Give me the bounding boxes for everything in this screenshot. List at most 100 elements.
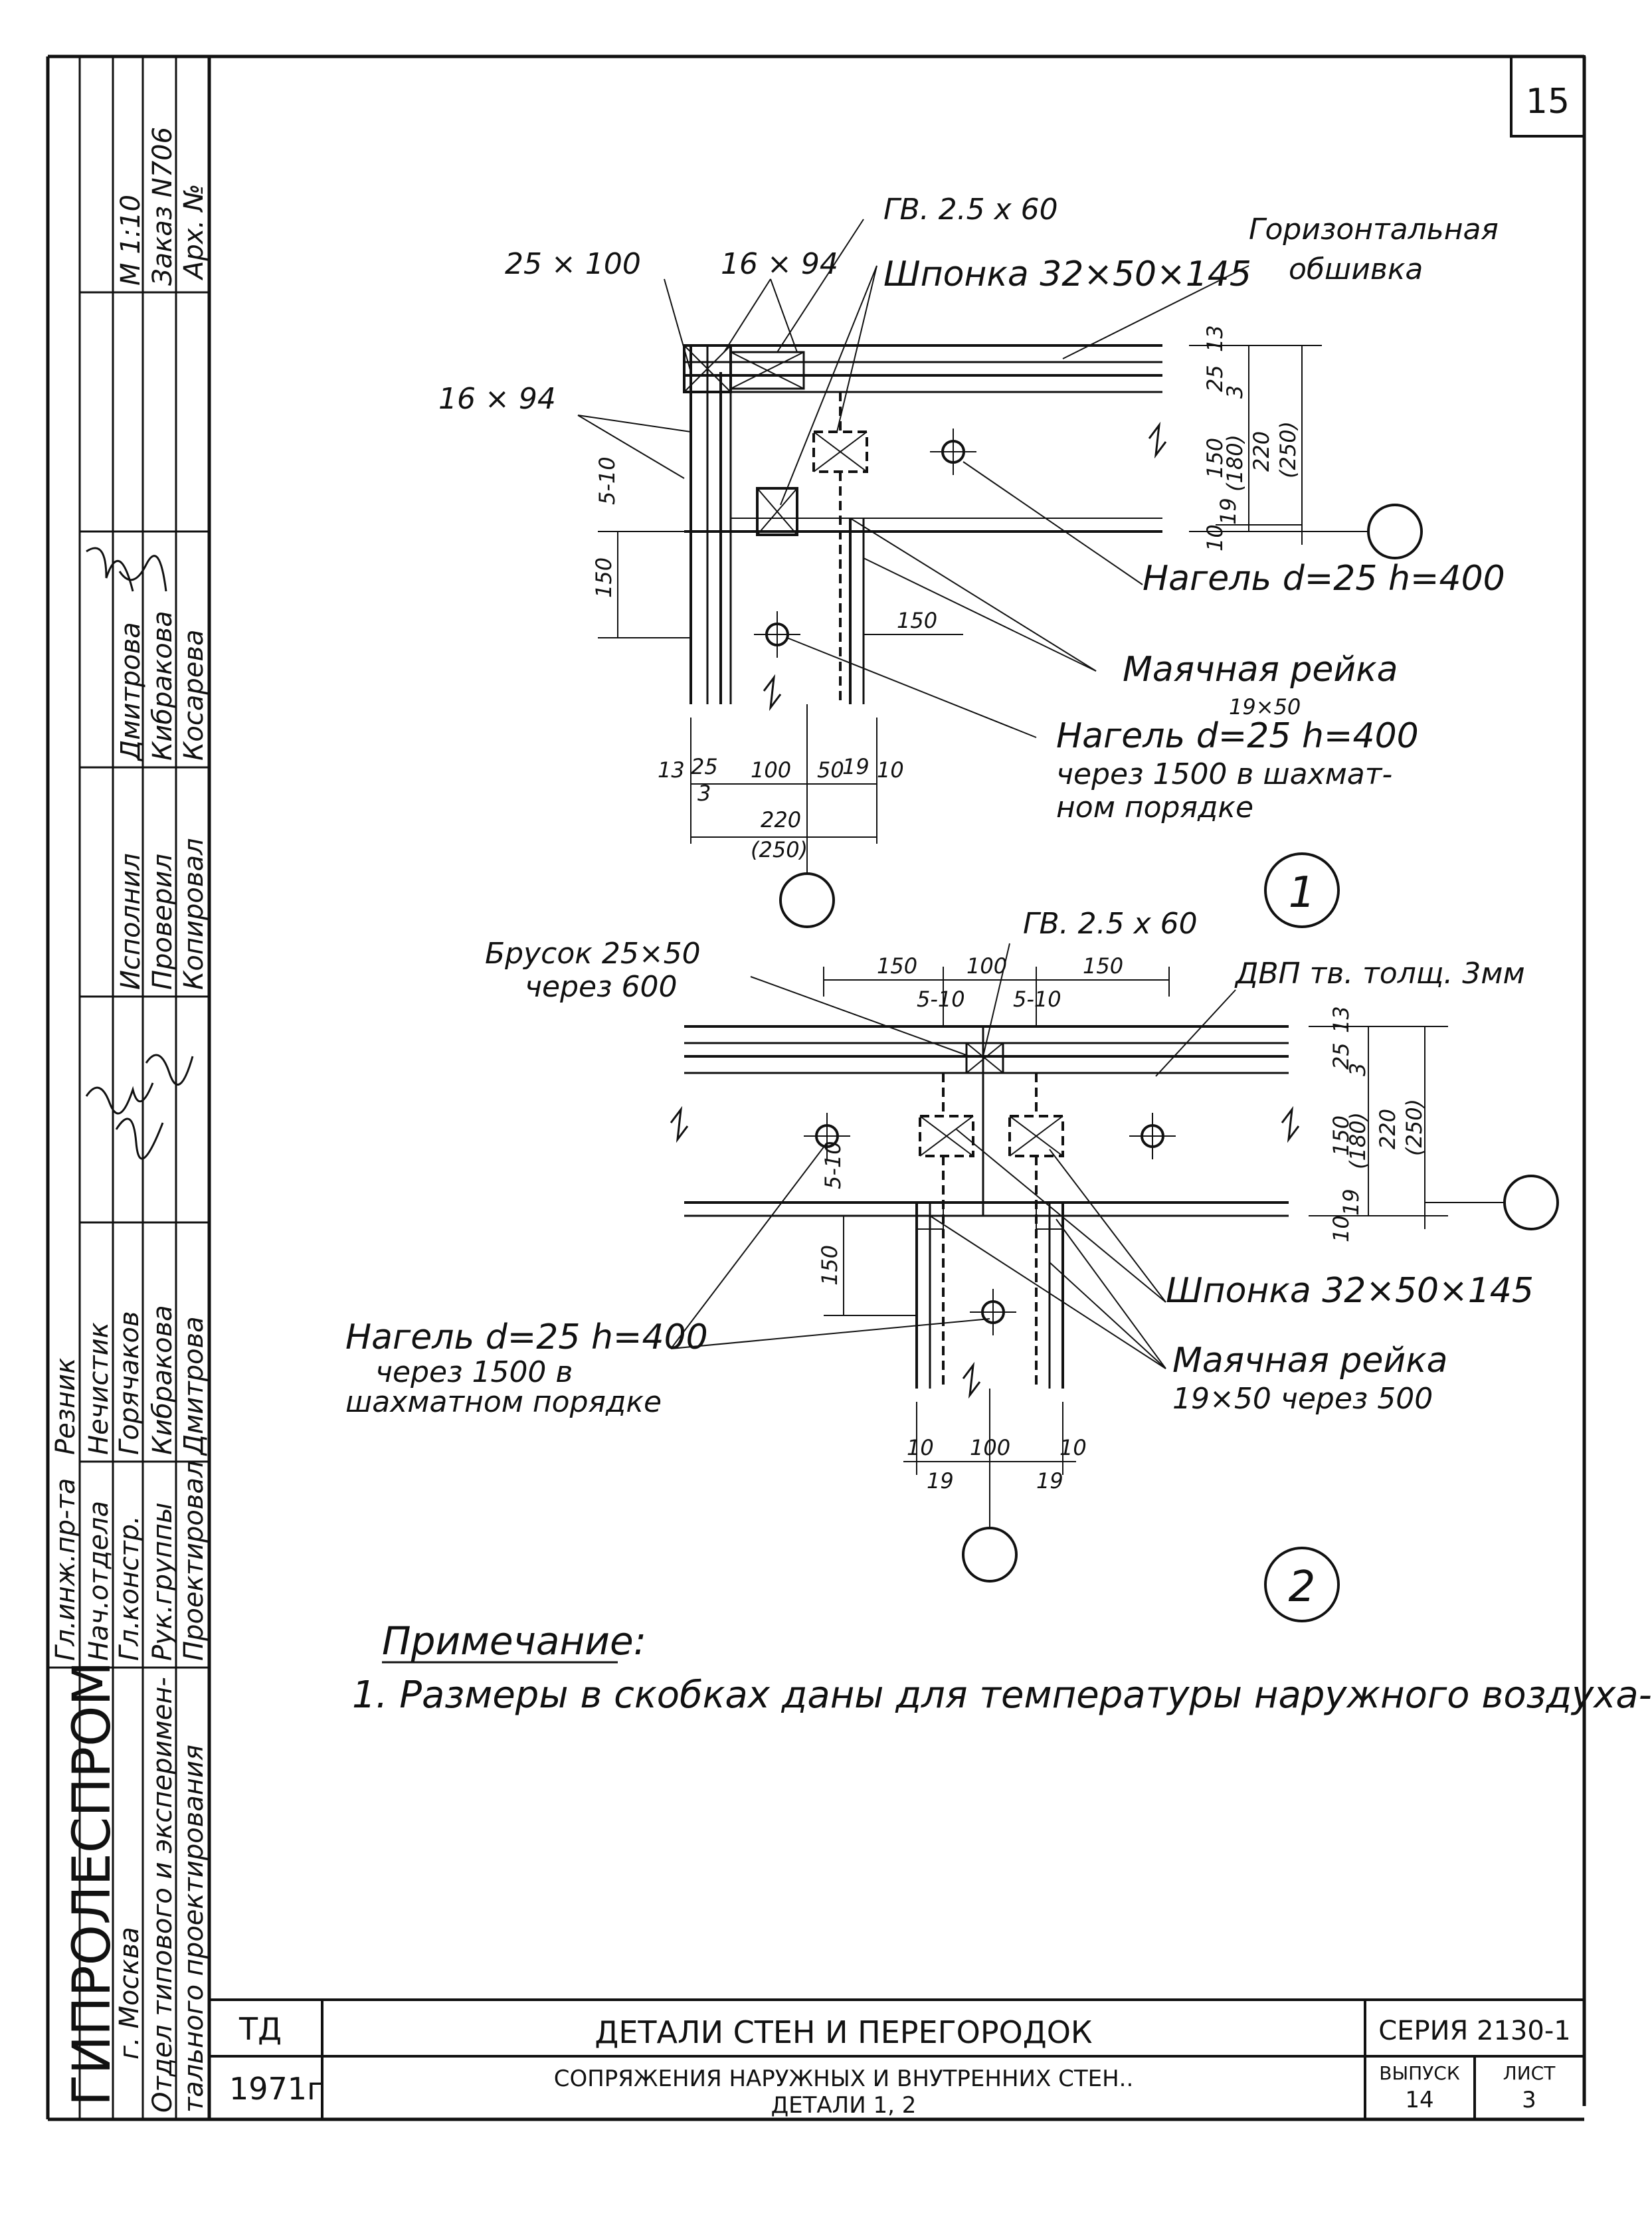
role-4: Рук.группы — [147, 1502, 178, 1661]
arch-no-label: Арх. № — [179, 184, 209, 281]
d2-r-3: 3 — [1345, 1063, 1370, 1076]
copier-name: Косарева — [179, 630, 209, 761]
org-dept-1: Отдел типового и эксперимен- — [147, 1677, 178, 2113]
d2-brusok-1: Брусок 25×50 — [485, 937, 701, 971]
d2-nagel-2: через 1500 в — [375, 1355, 573, 1389]
d1-dim-150v: 150 — [591, 557, 616, 598]
d1-b-10: 10 — [877, 757, 904, 783]
d2-r-13: 13 — [1329, 1006, 1354, 1033]
signatures — [85, 547, 194, 1160]
d1-b16x94-left: 16 × 94 — [438, 382, 556, 416]
detail-1-marker — [1264, 852, 1340, 928]
d1-b-250: (250) — [751, 837, 808, 862]
stamp-column — [48, 56, 209, 2119]
name-1: Резник — [50, 1358, 81, 1455]
role-3: Гл.констр. — [114, 1515, 145, 1661]
d1-gv: ГВ. 2.5 х 60 — [883, 193, 1058, 227]
d2-gv: ГВ. 2.5 х 60 — [1023, 907, 1198, 941]
org-dept-2: тального проектирования — [179, 1745, 209, 2113]
d1-b-100: 100 — [751, 757, 791, 783]
d2-r-220: 220 — [1375, 1109, 1400, 1149]
detail-2-labels: Брусок 25×50 через 600 ГВ. 2.5 х 60 ДВП … — [345, 907, 1534, 1622]
d2-t-5-10a: 5-10 — [917, 987, 965, 1012]
tb-code: ТД — [238, 2011, 282, 2047]
note-text: 1. Размеры в скобках даны для температур… — [352, 1674, 1652, 1717]
name-5: Дмитрова — [179, 1316, 209, 1456]
d1-b-3: 3 — [697, 781, 711, 806]
d2-mayak-1: Маячная рейка — [1172, 1341, 1447, 1381]
title-block-texts: ТД 1971г ДЕТАЛИ СТЕН И ПЕРЕГОРОДОК СОПРЯ… — [229, 2011, 1571, 2119]
d1-r-150: 150 — [1202, 438, 1228, 478]
d2-shponka: Шпонка 32×50×145 — [1166, 1271, 1534, 1311]
d1-b-220: 220 — [761, 807, 801, 832]
d1-r-220: 220 — [1249, 431, 1274, 472]
name-2: Нечистик — [84, 1322, 114, 1455]
copier-label: Копировал — [179, 838, 209, 990]
d1-horiz-2: обшивка — [1289, 252, 1423, 286]
d2-b-10a: 10 — [907, 1435, 934, 1460]
role-5: Проектировал — [179, 1460, 209, 1661]
checker-label: Проверил — [147, 854, 178, 990]
d2-mayak-2: 19×50 через 500 — [1172, 1382, 1433, 1416]
executor-name: Дмитрова — [116, 622, 146, 762]
tb-year: 1971г — [229, 2071, 323, 2107]
note-heading: Примечание: — [382, 1618, 646, 1664]
page-number-box: 15 — [1510, 55, 1586, 138]
d2-brusok-2: через 600 — [525, 970, 677, 1004]
d2-d-150v: 150 — [817, 1245, 842, 1286]
detail-1-labels: ГВ. 2.5 х 60 Горизонтальная обшивка 25 ×… — [438, 193, 1505, 928]
detail-1 — [577, 219, 1423, 928]
scale-label: М 1:10 — [116, 195, 146, 286]
d2-r-10: 10 — [1329, 1215, 1354, 1242]
tb-subtitle-2: ДЕТАЛИ 1, 2 — [771, 2092, 917, 2119]
d2-dvp: ДВП тв. толщ. 3мм — [1234, 957, 1525, 991]
tb-issue-label: ВЫПУСК — [1379, 2062, 1460, 2084]
d2-b-10b: 10 — [1059, 1435, 1087, 1460]
d2-nagel-1: Нагель d=25 h=400 — [345, 1317, 708, 1357]
detail-2-number: 2 — [1289, 1563, 1316, 1612]
d1-r-25: 25 — [1202, 365, 1228, 392]
d2-t-150b: 150 — [1083, 953, 1123, 979]
d1-horiz-1: Горизонтальная — [1249, 213, 1499, 246]
org-city: г. Москва — [114, 1927, 145, 2060]
d1-b25x100: 25 × 100 — [505, 247, 641, 281]
tb-title: ДЕТАЛИ СТЕН И ПЕРЕГОРОДОК — [595, 2014, 1092, 2050]
frame — [46, 54, 1586, 2121]
d1-r-250: (250) — [1275, 421, 1301, 478]
tb-sheet-label: ЛИСТ — [1503, 2062, 1556, 2084]
d1-nagel2-1: Нагель d=25 h=400 — [1056, 716, 1419, 756]
d2-r-25: 25 — [1329, 1042, 1354, 1070]
d1-mayak: Маячная рейка — [1123, 650, 1398, 690]
detail-2-marker — [1264, 1547, 1340, 1622]
role-1: Гл.инж.пр-та — [50, 1478, 81, 1661]
page-number: 15 — [1526, 82, 1570, 122]
d1-b-13: 13 — [658, 757, 685, 783]
d1-b-25: 25 — [691, 754, 718, 779]
d1-r-10: 10 — [1202, 524, 1228, 551]
order-label: Заказ N706 — [147, 127, 178, 286]
d1-mayak-size: 19×50 — [1229, 694, 1301, 720]
d2-t-5-10b: 5-10 — [1013, 987, 1061, 1012]
d2-d-5-10: 5-10 — [820, 1141, 846, 1189]
d2-t-150a: 150 — [877, 953, 917, 979]
note: Примечание: 1. Размеры в скобках даны дл… — [352, 1618, 1652, 1717]
d1-dim-150h: 150 — [897, 608, 937, 633]
name-3: Горячаков — [114, 1311, 145, 1455]
d1-dim-5-10: 5-10 — [595, 456, 620, 505]
d2-r-19: 19 — [1338, 1189, 1364, 1216]
d2-b-100: 100 — [970, 1435, 1010, 1460]
d1-nagel2-3: ном порядке — [1056, 791, 1253, 824]
tb-issue-value: 14 — [1405, 2087, 1433, 2113]
d2-r-180: (180) — [1345, 1112, 1370, 1169]
d2-nagel-3: шахматном порядке — [345, 1385, 662, 1419]
stamp-texts: Арх. № Заказ N706 М 1:10 Исполнил Провер… — [50, 127, 209, 2113]
d1-b-19: 19 — [842, 754, 870, 779]
title-block — [209, 1998, 1584, 2119]
d1-r-13: 13 — [1202, 325, 1228, 352]
d1-r-180: (180) — [1222, 434, 1247, 492]
d1-nagel: Нагель d=25 h=400 — [1143, 559, 1505, 599]
detail-1-number: 1 — [1289, 868, 1316, 917]
d1-b-50: 50 — [817, 757, 844, 783]
name-4: Кибракова — [147, 1305, 178, 1455]
